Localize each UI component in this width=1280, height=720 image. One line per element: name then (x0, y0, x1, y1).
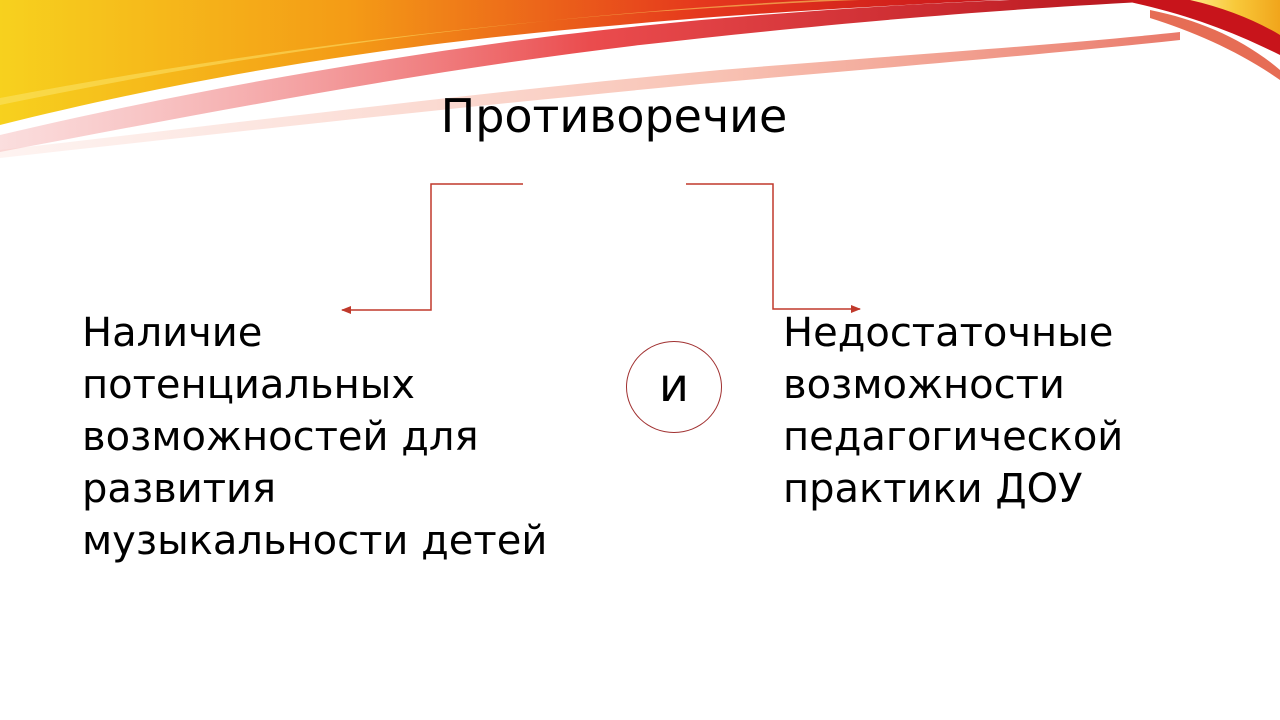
left-statement-line: потенциальных (82, 362, 415, 408)
left-statement-line: развития (82, 466, 277, 512)
banner-band-right-yellow (1190, 0, 1280, 35)
left-statement-line: музыкальности детей (82, 518, 548, 564)
right-statement-line: практики ДОУ (783, 466, 1083, 512)
connector-label: и (659, 358, 689, 412)
right-statement-line: педагогической (783, 414, 1124, 460)
right-statement: Недостаточные возможности педагогической… (783, 307, 1123, 515)
left-statement-line: возможностей для (82, 414, 479, 460)
banner-band-right-tail (1150, 10, 1280, 80)
connector-circle: и (626, 341, 722, 433)
left-statement: Наличие потенциальных возможностей для р… (82, 307, 547, 567)
left-statement-line: Наличие (82, 310, 263, 356)
banner-band-orange (0, 0, 1000, 125)
slide-title: Противоречие (440, 89, 788, 143)
banner-band-pink (0, 32, 1180, 158)
right-statement-line: Недостаточные (783, 310, 1114, 356)
right-statement-line: возможности (783, 362, 1065, 408)
